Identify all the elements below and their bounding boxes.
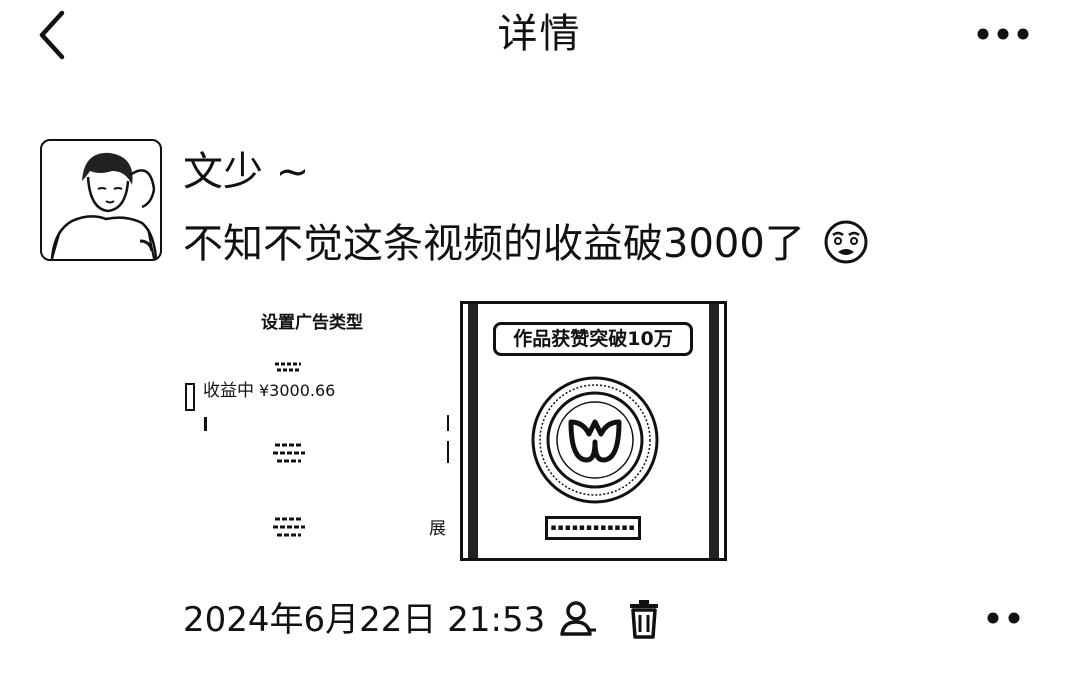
avatar[interactable] [40,139,162,261]
two-dots-icon [987,612,1020,624]
post-image-likes-badge[interactable]: 作品获赞突破10万 ▪▪▪▪▪▪▪▪▪▪▪▪ [460,301,727,561]
author-name[interactable]: 文少 ~ [183,149,310,195]
post-content: 不知不觉这条视频的收益破3000了 [183,218,870,270]
frame-bar-left [468,304,478,558]
visibility-button[interactable] [558,600,598,640]
page-title: 详情 [497,11,582,57]
more-dots-icon [977,28,1029,40]
blurred-text [271,441,307,465]
back-button[interactable] [30,8,80,63]
divider-mark [204,417,207,431]
avatar-portrait-icon [50,152,158,259]
edge-mark [447,415,455,431]
post-text: 不知不觉这条视频的收益破3000了 [183,221,805,267]
post-image-earnings-screenshot[interactable]: 设置广告类型 收益中 ¥3000.66 展 [183,301,455,561]
post-timestamp: 2024年6月22日 21:53 [183,600,546,640]
chevron-left-icon [39,10,65,60]
blurred-text [273,359,303,373]
more-options-button[interactable] [972,20,1034,48]
edge-mark [447,441,455,463]
likes-banner: 作品获赞突破10万 [493,322,693,356]
status-label: 收益中 [203,381,254,401]
blurred-text [271,515,307,539]
delete-button[interactable] [626,598,662,640]
tired-face-emoji-icon [824,220,868,264]
achievement-medal-icon [531,376,659,504]
trash-icon [630,600,658,639]
earnings-amount: ¥3000.66 [259,381,336,400]
frame-bar-right [709,304,719,558]
comment-like-button[interactable] [978,604,1028,632]
checkbox-mark [185,383,195,411]
navigation-header: 详情 [0,0,1079,80]
side-label: 展 [429,519,446,539]
medal-plaque: ▪▪▪▪▪▪▪▪▪▪▪▪ [545,516,641,540]
ad-type-title: 设置广告类型 [261,313,363,333]
person-icon [560,601,596,636]
